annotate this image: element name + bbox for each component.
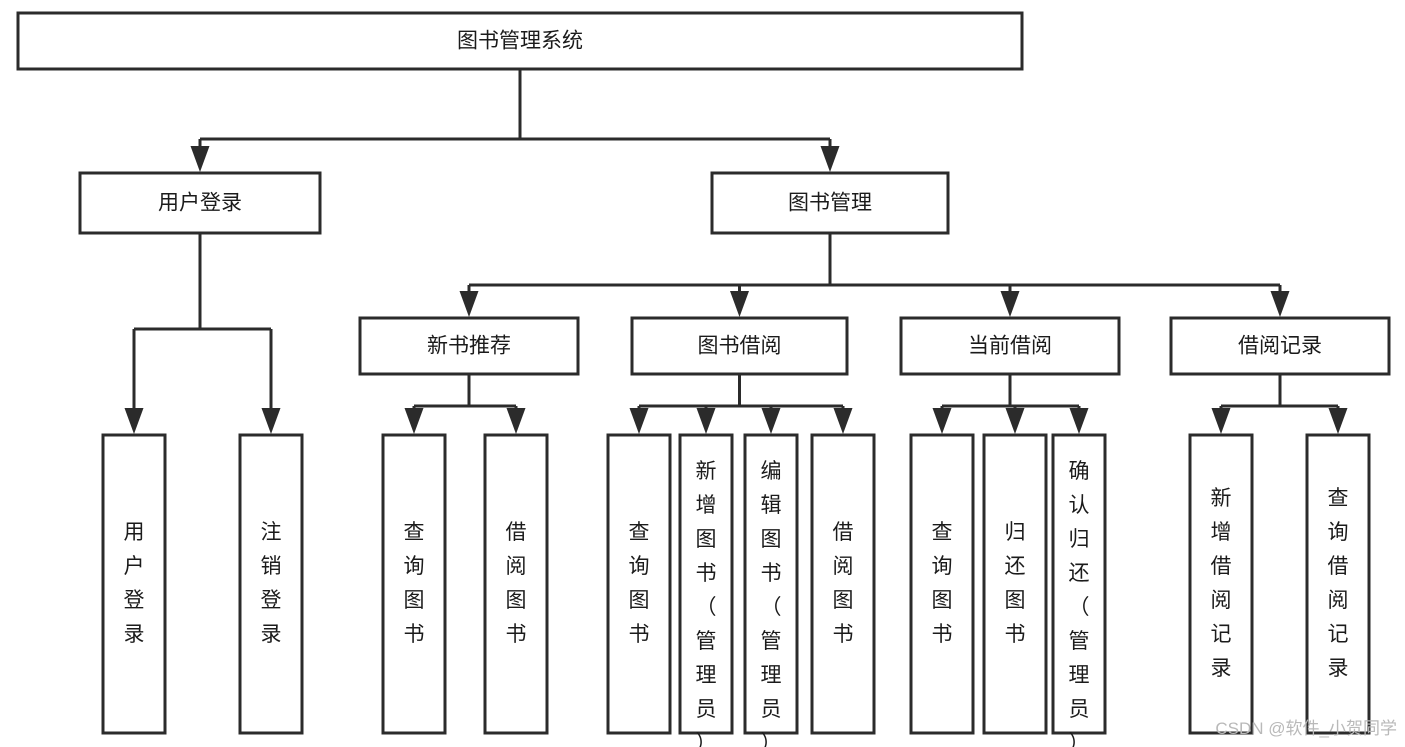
- edge-group-root: [190, 69, 840, 172]
- edges-layer: [124, 69, 1348, 434]
- edge-group-borrow-record: [1211, 374, 1348, 434]
- node-root[interactable]: 图书管理系统: [16, 11, 1024, 71]
- node-label-leaf-borrow-edit: 编辑图书（管理员）: [761, 460, 782, 747]
- node-label-current-borrow: 当前借阅: [968, 335, 1052, 358]
- node-box-leaf-rec-query: [381, 433, 447, 735]
- node-box-current-borrow: [899, 316, 1121, 376]
- node-label-book-manage: 图书管理: [788, 192, 872, 215]
- node-borrow-record[interactable]: 借阅记录: [1169, 316, 1391, 376]
- node-box-borrow-record: [1169, 316, 1391, 376]
- node-box-book-manage: [710, 171, 950, 235]
- node-label-leaf-user-login: 用户登录: [124, 521, 145, 646]
- node-label-root: 图书管理系统: [457, 30, 583, 53]
- node-leaf-cur-query[interactable]: 查询图书: [909, 433, 975, 735]
- node-label-leaf-rec-search: 查询借阅记录: [1328, 487, 1349, 680]
- node-label-leaf-cur-return: 归还图书: [1005, 521, 1026, 646]
- node-label-leaf-rec-query: 查询图书: [404, 521, 425, 646]
- node-new-book-rec[interactable]: 新书推荐: [358, 316, 580, 376]
- node-box-book-borrow: [630, 316, 849, 376]
- edge-group-new-book-rec: [404, 374, 526, 434]
- node-leaf-rec-query[interactable]: 查询图书: [381, 433, 447, 735]
- node-box-root: [16, 11, 1024, 71]
- node-label-user-login: 用户登录: [158, 192, 242, 215]
- node-leaf-borrow-do[interactable]: 借阅图书: [810, 433, 876, 735]
- edge-group-user-login: [124, 233, 281, 434]
- node-label-leaf-user-logout: 注销登录: [261, 521, 282, 646]
- edge-group-current-borrow: [932, 374, 1089, 434]
- edge-group-book-borrow: [629, 374, 853, 434]
- node-book-manage[interactable]: 图书管理: [710, 171, 950, 235]
- node-label-leaf-borrow-query: 查询图书: [629, 521, 650, 646]
- node-box-leaf-rec-borrow: [483, 433, 549, 735]
- node-leaf-borrow-add[interactable]: 新增图书（管理员）: [678, 433, 734, 747]
- node-leaf-user-logout[interactable]: 注销登录: [238, 433, 304, 735]
- node-box-leaf-cur-return: [982, 433, 1048, 735]
- node-user-login[interactable]: 用户登录: [78, 171, 322, 235]
- node-label-new-book-rec: 新书推荐: [427, 335, 511, 358]
- node-leaf-cur-confirm[interactable]: 确认归还（管理员）: [1051, 433, 1107, 747]
- node-box-leaf-cur-confirm: [1051, 433, 1107, 735]
- node-box-leaf-borrow-query: [606, 433, 672, 735]
- node-label-leaf-borrow-add: 新增图书（管理员）: [696, 460, 717, 747]
- node-label-leaf-borrow-do: 借阅图书: [833, 521, 854, 646]
- node-leaf-rec-add[interactable]: 新增借阅记录: [1188, 433, 1254, 735]
- node-book-borrow[interactable]: 图书借阅: [630, 316, 849, 376]
- node-box-new-book-rec: [358, 316, 580, 376]
- node-box-leaf-cur-query: [909, 433, 975, 735]
- node-box-leaf-rec-add: [1188, 433, 1254, 735]
- node-leaf-borrow-query[interactable]: 查询图书: [606, 433, 672, 735]
- nodes-layer: 图书管理系统用户登录图书管理新书推荐图书借阅当前借阅借阅记录用户登录注销登录查询…: [16, 11, 1391, 747]
- node-box-leaf-borrow-do: [810, 433, 876, 735]
- node-leaf-rec-borrow[interactable]: 借阅图书: [483, 433, 549, 735]
- node-current-borrow[interactable]: 当前借阅: [899, 316, 1121, 376]
- node-box-user-login: [78, 171, 322, 235]
- node-leaf-rec-search[interactable]: 查询借阅记录: [1305, 433, 1371, 735]
- node-label-leaf-rec-add: 新增借阅记录: [1211, 487, 1232, 680]
- node-box-leaf-user-logout: [238, 433, 304, 735]
- node-label-leaf-cur-confirm: 确认归还（管理员）: [1069, 460, 1090, 747]
- node-leaf-cur-return[interactable]: 归还图书: [982, 433, 1048, 735]
- node-leaf-user-login[interactable]: 用户登录: [101, 433, 167, 735]
- node-box-leaf-user-login: [101, 433, 167, 735]
- node-label-leaf-cur-query: 查询图书: [932, 521, 953, 646]
- node-leaf-borrow-edit[interactable]: 编辑图书（管理员）: [743, 433, 799, 747]
- node-box-leaf-borrow-add: [678, 433, 734, 735]
- node-label-borrow-record: 借阅记录: [1238, 335, 1322, 358]
- node-box-leaf-rec-search: [1305, 433, 1371, 735]
- edge-group-book-manage: [459, 233, 1290, 317]
- node-label-book-borrow: 图书借阅: [698, 335, 782, 358]
- node-box-leaf-borrow-edit: [743, 433, 799, 735]
- node-label-leaf-rec-borrow: 借阅图书: [506, 521, 527, 646]
